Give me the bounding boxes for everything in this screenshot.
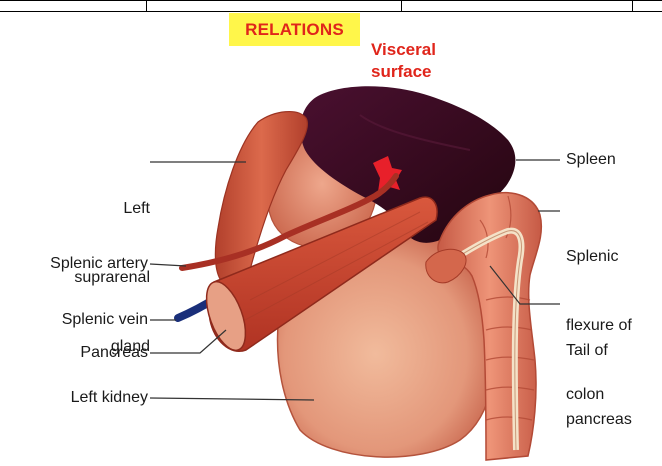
label-tail-line2: pancreas bbox=[566, 408, 632, 431]
label-splenic-vein: Splenic vein bbox=[0, 308, 148, 331]
label-spleen: Spleen bbox=[566, 148, 616, 171]
label-suprarenal-line1: Left bbox=[40, 197, 150, 220]
label-flexure-line1: Splenic bbox=[566, 245, 632, 268]
label-pancreas: Pancreas bbox=[0, 341, 148, 364]
label-left-kidney: Left kidney bbox=[0, 386, 148, 409]
label-tail-of-pancreas: Tail of pancreas bbox=[566, 293, 632, 454]
leader-splenic-artery bbox=[150, 264, 186, 266]
label-splenic-artery: Splenic artery bbox=[0, 252, 148, 275]
label-tail-line1: Tail of bbox=[566, 339, 632, 362]
